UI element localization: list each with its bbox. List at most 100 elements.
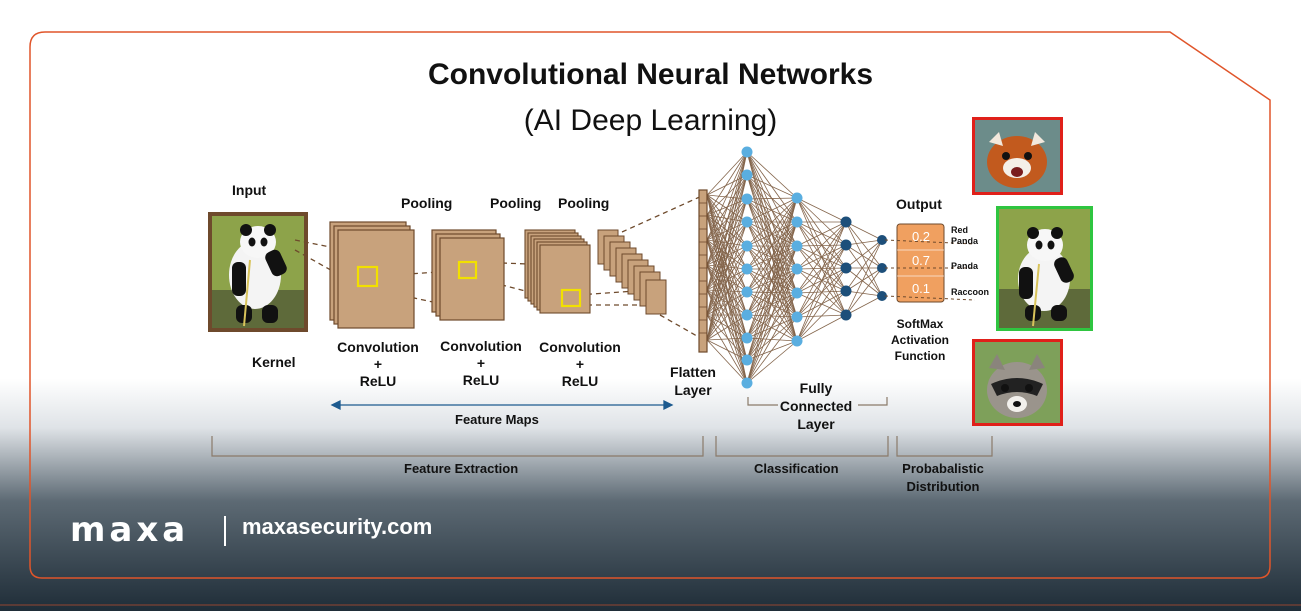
label-feature-extraction: Feature Extraction <box>404 461 519 476</box>
connection <box>746 197 798 200</box>
connection-flatten <box>706 264 748 339</box>
class-label-raccoon: Raccoon <box>951 287 990 297</box>
neuron-layer-3 <box>840 239 852 251</box>
connection-flatten <box>706 151 748 341</box>
connection-flatten <box>706 239 748 270</box>
label-prob-1: Probabalistic <box>902 461 984 476</box>
connection <box>746 316 798 339</box>
label-conv-1-name: Convolution <box>337 339 419 355</box>
connection-flatten <box>706 291 748 341</box>
neuron-layer-2 <box>791 287 803 299</box>
neuron-layer-3 <box>840 285 852 297</box>
connection <box>796 290 847 342</box>
connection <box>845 290 883 297</box>
connection <box>746 316 798 384</box>
connection <box>746 337 798 342</box>
neuron-layer-2 <box>791 263 803 275</box>
border-frame <box>29 31 1271 579</box>
feature-map-pool3 <box>597 229 667 315</box>
connection-flatten <box>706 239 748 316</box>
label-flatten-2: Layer <box>674 382 712 398</box>
brand-logo-word: maxa <box>70 510 190 550</box>
label-softmax-2: Activation <box>890 333 949 347</box>
image-panda <box>996 206 1093 331</box>
brand-url[interactable]: maxasecurity.com <box>242 514 433 539</box>
connection-flatten <box>706 151 748 216</box>
feature-maps-arrow <box>330 399 674 411</box>
connection <box>796 268 847 292</box>
connection-flatten <box>706 268 748 341</box>
connection <box>845 239 883 269</box>
connection <box>796 197 847 246</box>
label-fully-1: Fully <box>799 380 833 396</box>
connection-flatten <box>706 264 748 384</box>
connection-flatten <box>706 314 748 361</box>
label-prob-2: Distribution <box>906 479 980 494</box>
connection-flatten <box>706 239 748 293</box>
neuron-layer-1 <box>741 146 753 158</box>
connection-flatten <box>706 151 748 266</box>
feature-extraction-bracket <box>211 436 704 457</box>
label-conv-1: Convolution + ReLU <box>328 339 428 390</box>
connection <box>845 239 883 246</box>
neuron-layer-4 <box>877 263 887 273</box>
connection-flatten <box>706 151 748 316</box>
connection <box>796 197 847 223</box>
connection-flatten <box>706 337 748 341</box>
input-image <box>208 212 308 332</box>
connection <box>746 245 798 384</box>
neuron-layer-1 <box>741 240 753 252</box>
connection <box>746 174 798 199</box>
neuron-layer-3 <box>840 262 852 274</box>
label-conv-2-relu: ReLU <box>462 372 500 388</box>
class-label-red-panda: Red Panda <box>951 225 978 247</box>
connection <box>845 221 883 269</box>
connection-flatten <box>706 174 748 341</box>
connection <box>746 268 798 384</box>
neuron-layer-1 <box>741 169 753 181</box>
connection <box>845 267 883 297</box>
connection-flatten <box>706 151 748 241</box>
connection-flatten <box>706 214 748 339</box>
label-conv-3: Convolution + ReLU <box>530 339 630 390</box>
classification-bracket <box>715 436 889 457</box>
kernel-box-3 <box>560 288 582 308</box>
connection-flatten <box>706 339 748 361</box>
label-classification: Classification <box>754 461 839 476</box>
output-value-raccoon: 0.1 <box>911 281 931 296</box>
neuron-layer-1 <box>741 354 753 366</box>
neuron-layer-1 <box>741 309 753 321</box>
connection-flatten <box>706 314 748 339</box>
feature-map-conv2 <box>524 229 591 314</box>
connection <box>845 239 883 292</box>
connection-flatten <box>706 221 748 241</box>
connection <box>796 221 847 318</box>
label-fully-connected: Fully Connected Layer <box>766 379 866 433</box>
connection <box>746 197 798 361</box>
flatten-layer <box>698 189 708 353</box>
label-softmax: SoftMax Activation Function <box>880 316 960 364</box>
probabilistic-bracket <box>896 436 993 457</box>
connection <box>845 267 883 316</box>
label-conv-3-relu: ReLU <box>561 373 599 389</box>
connection-flatten <box>706 221 748 266</box>
neuron-layer-1 <box>741 377 753 389</box>
label-conv-1-relu: ReLU <box>359 373 397 389</box>
image-raccoon <box>972 339 1063 426</box>
label-conv-1-plus: + <box>373 356 383 372</box>
connection <box>746 197 798 384</box>
label-flatten: Flatten Layer <box>663 363 723 399</box>
connection-flatten <box>706 198 748 341</box>
connection-flatten <box>706 314 748 341</box>
neuron-layer-3 <box>840 309 852 321</box>
brand-separator <box>224 516 226 546</box>
output-value-panda: 0.7 <box>911 253 931 268</box>
neuron-layer-2 <box>791 240 803 252</box>
label-pooling-3: Pooling <box>558 195 610 211</box>
label-fully-2: Connected <box>779 398 853 414</box>
neuron-layer-1 <box>741 286 753 298</box>
label-conv-3-name: Convolution <box>539 339 621 355</box>
label-softmax-1: SoftMax <box>896 317 944 331</box>
connection <box>746 197 798 247</box>
neuron-layer-2 <box>791 192 803 204</box>
